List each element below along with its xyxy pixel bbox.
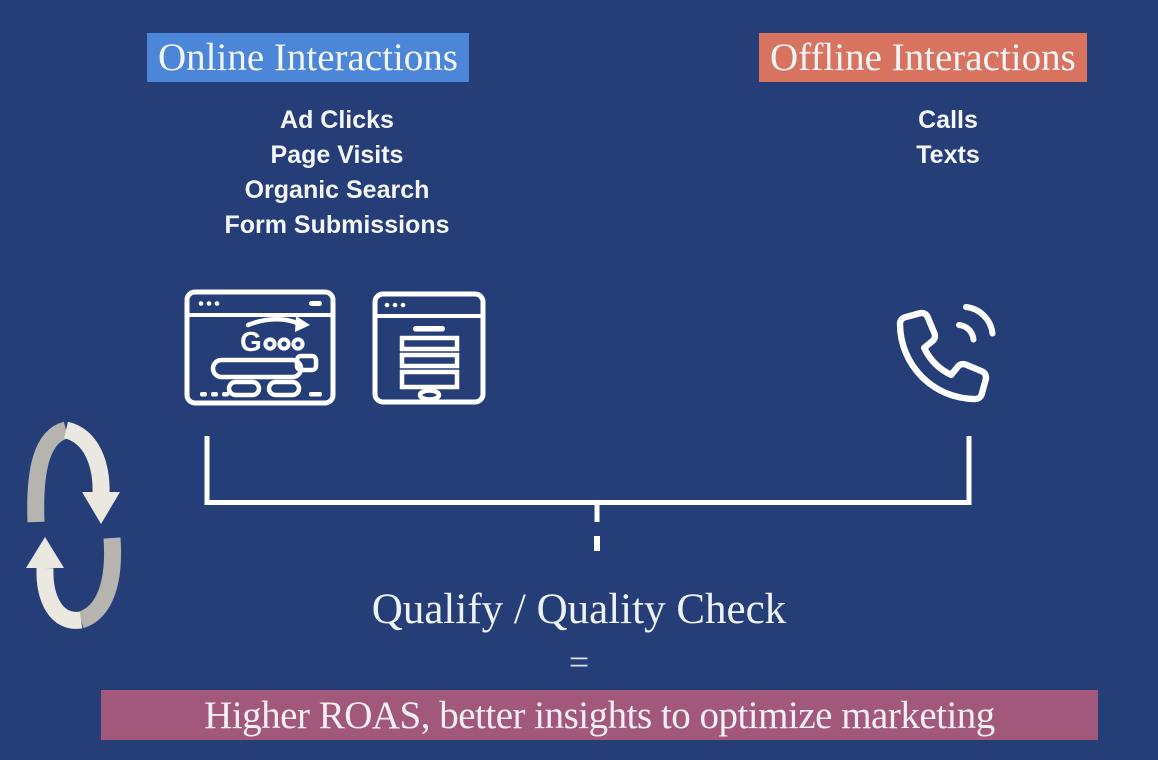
equals-sign: = — [568, 642, 590, 682]
browser-search-icon: G — [184, 289, 336, 411]
list-item: Organic Search — [244, 176, 430, 204]
list-item: Page Visits — [270, 141, 404, 169]
offline-interactions-title: Offline Interactions — [759, 33, 1087, 82]
outcome-highlight-text: Higher ROAS, better insights to optimize… — [101, 690, 1098, 740]
svg-text:G: G — [240, 326, 262, 357]
online-items-list: Ad Clicks Page Visits Organic Search For… — [147, 103, 527, 243]
list-item: Ad Clicks — [280, 106, 394, 134]
cycle-arrows-icon — [25, 418, 130, 638]
list-item: Calls — [918, 106, 978, 134]
list-item: Form Submissions — [224, 211, 450, 239]
phone-call-icon — [886, 281, 1010, 415]
offline-items-list: Calls Texts — [758, 103, 1138, 173]
form-window-icon — [372, 291, 486, 410]
online-interactions-title: Online Interactions — [147, 33, 469, 82]
qualify-quality-check-label: Qualify / Quality Check — [371, 586, 787, 633]
list-item: Texts — [916, 141, 980, 169]
